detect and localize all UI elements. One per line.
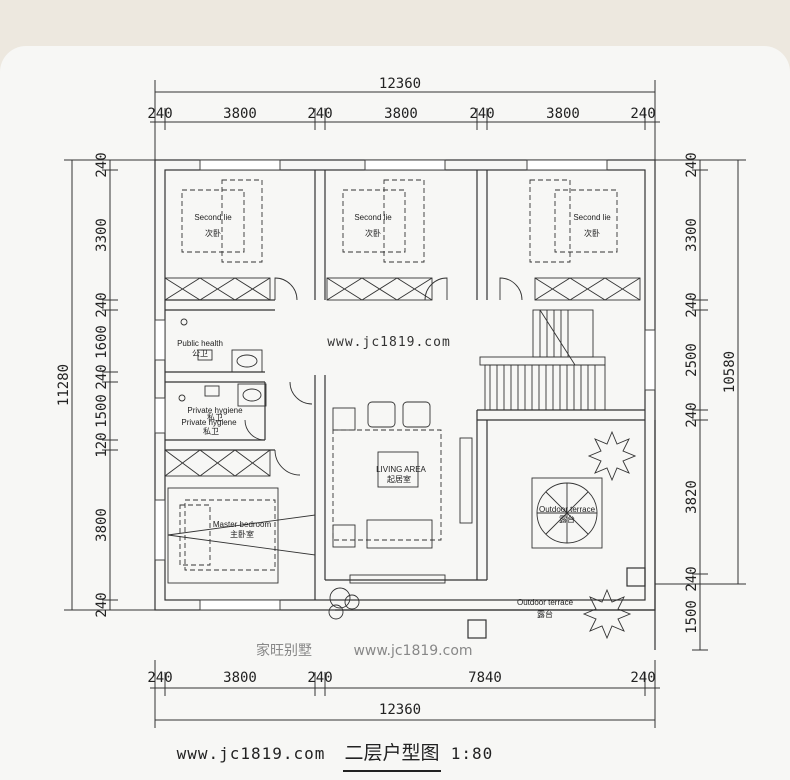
- dim-right-7: 1500: [684, 600, 700, 634]
- brand-url-watermark: www.jc1819.com: [353, 643, 472, 659]
- room-label-bedroom-2-cn: 次卧: [365, 228, 381, 238]
- dimension-lines: [64, 80, 746, 728]
- room-label-private-bath: Private hygiene: [187, 406, 243, 415]
- drawing-scale: 1:80: [451, 744, 494, 763]
- living-furniture: [332, 401, 473, 584]
- dim-right-0: 240: [684, 152, 700, 177]
- center-watermark: www.jc1819.com: [327, 335, 451, 350]
- room-label-private-bath-2: Private hygiene: [181, 418, 237, 427]
- dim-right-6: 240: [684, 566, 700, 591]
- brand-watermark: 家旺别墅: [256, 642, 312, 659]
- dim-top-3: 3800: [384, 106, 418, 122]
- dim-right-4: 240: [684, 402, 700, 427]
- dim-left-labels: 240 3300 240 1600 240 1500 120 3800 240 …: [56, 152, 110, 617]
- room-label-master-cn: 主卧室: [230, 529, 254, 539]
- room-label-terrace-2: Outdoor terrace: [517, 598, 574, 607]
- room-label-terrace-1-cn: 露台: [559, 514, 575, 524]
- dim-top-4: 240: [469, 106, 494, 122]
- dim-bottom-1: 3800: [223, 670, 257, 686]
- room-label-living-cn: 起居室: [387, 474, 411, 484]
- room-label-bedroom-3-cn: 次卧: [584, 228, 600, 238]
- dim-right-labels: 240 3300 240 2500 240 3820 240 1500 1058…: [684, 152, 738, 634]
- dim-left-3: 1600: [94, 325, 110, 359]
- wardrobes: [164, 277, 641, 477]
- room-label-public-bath: Public health: [177, 339, 223, 348]
- dim-left-7: 3800: [94, 508, 110, 542]
- room-label-public-bath-cn: 公卫: [192, 349, 208, 358]
- dim-top-6: 240: [630, 106, 655, 122]
- dim-bottom-total: 12360: [379, 702, 421, 718]
- room-label-bedroom-1-cn: 次卧: [205, 228, 221, 238]
- dim-right-2: 240: [684, 292, 700, 317]
- dim-bottom-4: 240: [630, 670, 655, 686]
- dim-bottom-3: 7840: [468, 670, 502, 686]
- dim-left-total: 11280: [56, 364, 72, 406]
- bed-frames: [167, 487, 316, 584]
- dim-left-5: 1500: [94, 394, 110, 428]
- dim-top-1: 3800: [223, 106, 257, 122]
- dim-top-5: 3800: [546, 106, 580, 122]
- room-label-terrace-2-cn: 露台: [537, 609, 553, 619]
- dim-top-0: 240: [147, 106, 172, 122]
- dim-left-1: 3300: [94, 218, 110, 252]
- room-label-terrace-1: Outdoor terrace: [539, 505, 596, 514]
- room-label-bedroom-2: Second lie: [354, 213, 392, 222]
- dim-left-6: 120: [94, 432, 110, 457]
- room-label-private-bath-2-cn: 私卫: [203, 427, 219, 436]
- room-label-master: Master bedroom: [213, 520, 272, 529]
- bathroom-fixtures: [178, 318, 267, 407]
- dim-right-5: 3820: [684, 480, 700, 514]
- dim-bottom-2: 240: [307, 670, 332, 686]
- room-label-bedroom-3: Second lie: [573, 213, 611, 222]
- stairs[interactable]: [479, 309, 606, 411]
- room-label-living: LIVING AREA: [376, 465, 426, 474]
- drawing-title: 二层户型图: [344, 742, 439, 764]
- dim-left-4: 240: [94, 364, 110, 389]
- dim-bottom-0: 240: [147, 670, 172, 686]
- dim-top-2: 240: [307, 106, 332, 122]
- doors: [244, 277, 523, 476]
- beds: [179, 179, 618, 571]
- dim-left-2: 240: [94, 292, 110, 317]
- dim-top-total: 12360: [379, 76, 421, 92]
- room-label-bedroom-1: Second lie: [194, 213, 232, 222]
- dim-right-1: 3300: [684, 218, 700, 252]
- footer-url: www.jc1819.com: [177, 744, 326, 763]
- dim-right-3: 2500: [684, 343, 700, 377]
- dim-left-0: 240: [94, 152, 110, 177]
- terrace-furniture: [328, 430, 637, 640]
- dim-left-8: 240: [94, 592, 110, 617]
- windows: [154, 159, 656, 611]
- dim-right-total: 10580: [722, 351, 738, 393]
- room-label-private-bath-cn: 私卫: [207, 413, 223, 422]
